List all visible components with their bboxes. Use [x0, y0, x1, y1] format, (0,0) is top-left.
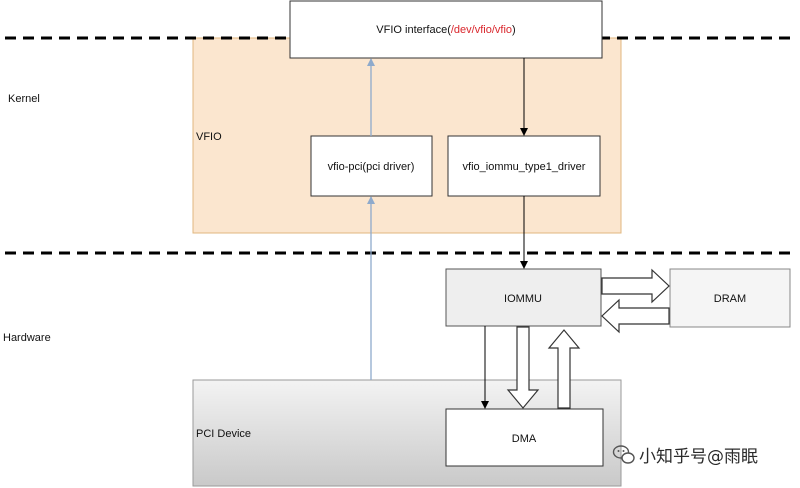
- vfio-interface-prefix: VFIO interface(: [376, 24, 451, 36]
- dma-box: [445, 408, 604, 467]
- iommu-box: [445, 268, 602, 327]
- vfio-interface-path: /dev/vfio/vfio: [451, 24, 512, 36]
- vfio-iommu-driver-label: vfio_iommu_type1_driver: [463, 161, 586, 173]
- vfio-interface-box: [289, 0, 603, 59]
- vfio-interface-label: VFIO interface(/dev/vfio/vfio): [376, 24, 515, 36]
- hardware-layer-label: Hardware: [3, 332, 51, 344]
- block-arrow-dram-to-iommu: [601, 298, 670, 334]
- dma-label: DMA: [512, 433, 537, 445]
- block-arrow-iommu-to-dram: [601, 268, 670, 304]
- pci-device-label: PCI Device: [196, 428, 251, 440]
- watermark-text: 小知乎号@雨眠: [639, 447, 758, 467]
- wechat-logo-icon: [612, 445, 635, 464]
- vfio-interface-suffix: ): [512, 24, 516, 36]
- block-arrow-iommu-to-dma: [506, 326, 540, 409]
- dram-label: DRAM: [714, 293, 746, 305]
- vfio-group-label: VFIO: [196, 131, 222, 143]
- vfio-pci-box: [310, 135, 433, 197]
- dram-box: [669, 268, 791, 328]
- watermark: 小知乎号@雨眠: [612, 445, 758, 467]
- kernel-layer-label: Kernel: [8, 93, 40, 105]
- block-arrow-dma-to-iommu: [547, 329, 581, 409]
- vfio-pci-label: vfio-pci(pci driver): [328, 161, 415, 173]
- iommu-label: IOMMU: [504, 293, 542, 305]
